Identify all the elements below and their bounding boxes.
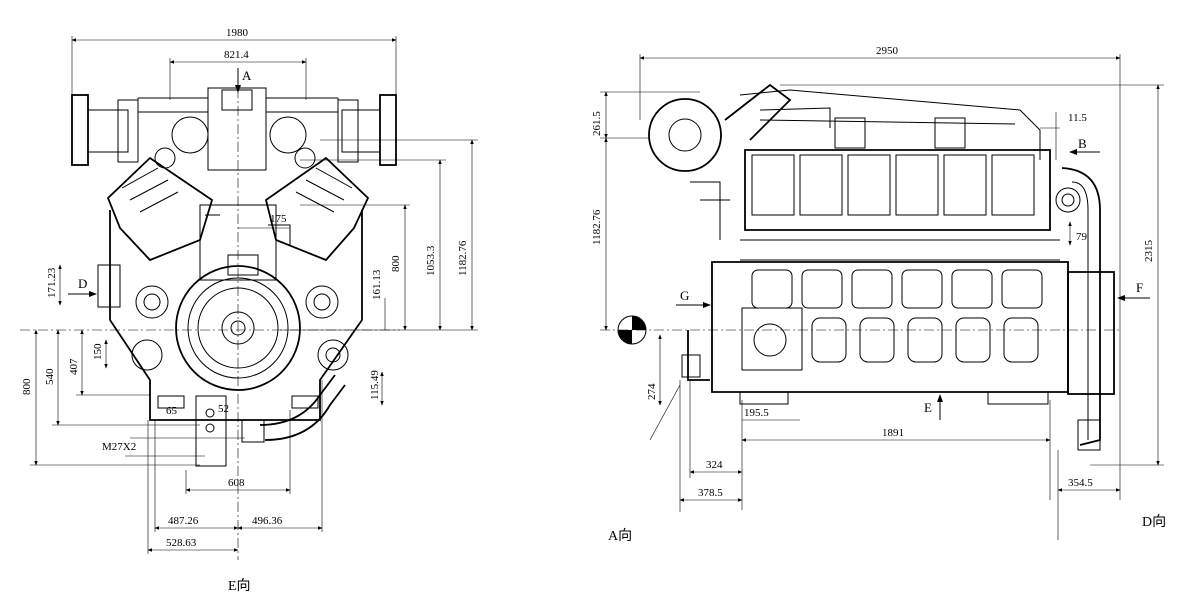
dim-324: 324	[706, 459, 723, 471]
dim-821: 821.4	[224, 49, 249, 61]
view-label-e: E向	[228, 578, 251, 594]
dim-161: 161.13	[371, 269, 383, 300]
dim-608: 608	[228, 477, 245, 489]
dim-1053: 1053.3	[425, 245, 437, 276]
side-view: 2950 261.5 1182.76 11.5 B 79 2315 F G 27…	[591, 45, 1166, 544]
dim-528: 528.63	[166, 537, 197, 549]
dim-354: 354.5	[1068, 477, 1093, 489]
dim-2950: 2950	[876, 45, 899, 57]
dim-115: 115.49	[369, 370, 381, 400]
dim-79: 79	[1076, 231, 1088, 243]
dim-1891: 1891	[882, 427, 904, 439]
dim-1182-side: 1182.76	[591, 209, 603, 245]
dim-52: 52	[218, 403, 229, 415]
dim-195: 195.5	[744, 407, 769, 419]
label-b: B	[1078, 136, 1087, 151]
view-label-d: D向	[1142, 514, 1166, 530]
dim-540: 540	[44, 368, 56, 385]
dim-487: 487.26	[168, 515, 199, 527]
dim-150: 150	[92, 343, 104, 360]
dim-1980: 1980	[226, 27, 249, 39]
view-label-a: A向	[608, 528, 632, 544]
label-d: D	[78, 276, 87, 291]
dim-274: 274	[646, 383, 658, 400]
dim-175: 175	[270, 213, 287, 225]
dim-378: 378.5	[698, 487, 723, 499]
label-f: F	[1136, 280, 1143, 295]
thread-m27x2: M27X2	[102, 441, 136, 453]
dim-800b: 800	[390, 255, 402, 272]
dim-496: 496.36	[252, 515, 283, 527]
dim-2315: 2315	[1143, 240, 1155, 263]
front-view: 1980 821.4 A 175 800 1053.3 1182.76 161.…	[20, 27, 478, 594]
dim-11-5: 11.5	[1068, 112, 1087, 124]
dim-800: 800	[21, 378, 33, 395]
dim-1182-front: 1182.76	[457, 240, 469, 276]
label-a: A	[242, 68, 252, 83]
dim-407: 407	[68, 358, 80, 375]
dim-171: 171.23	[46, 267, 58, 298]
dim-65: 65	[166, 405, 178, 417]
dim-261: 261.5	[591, 111, 603, 136]
label-e: E	[924, 400, 932, 415]
label-g: G	[680, 288, 689, 303]
